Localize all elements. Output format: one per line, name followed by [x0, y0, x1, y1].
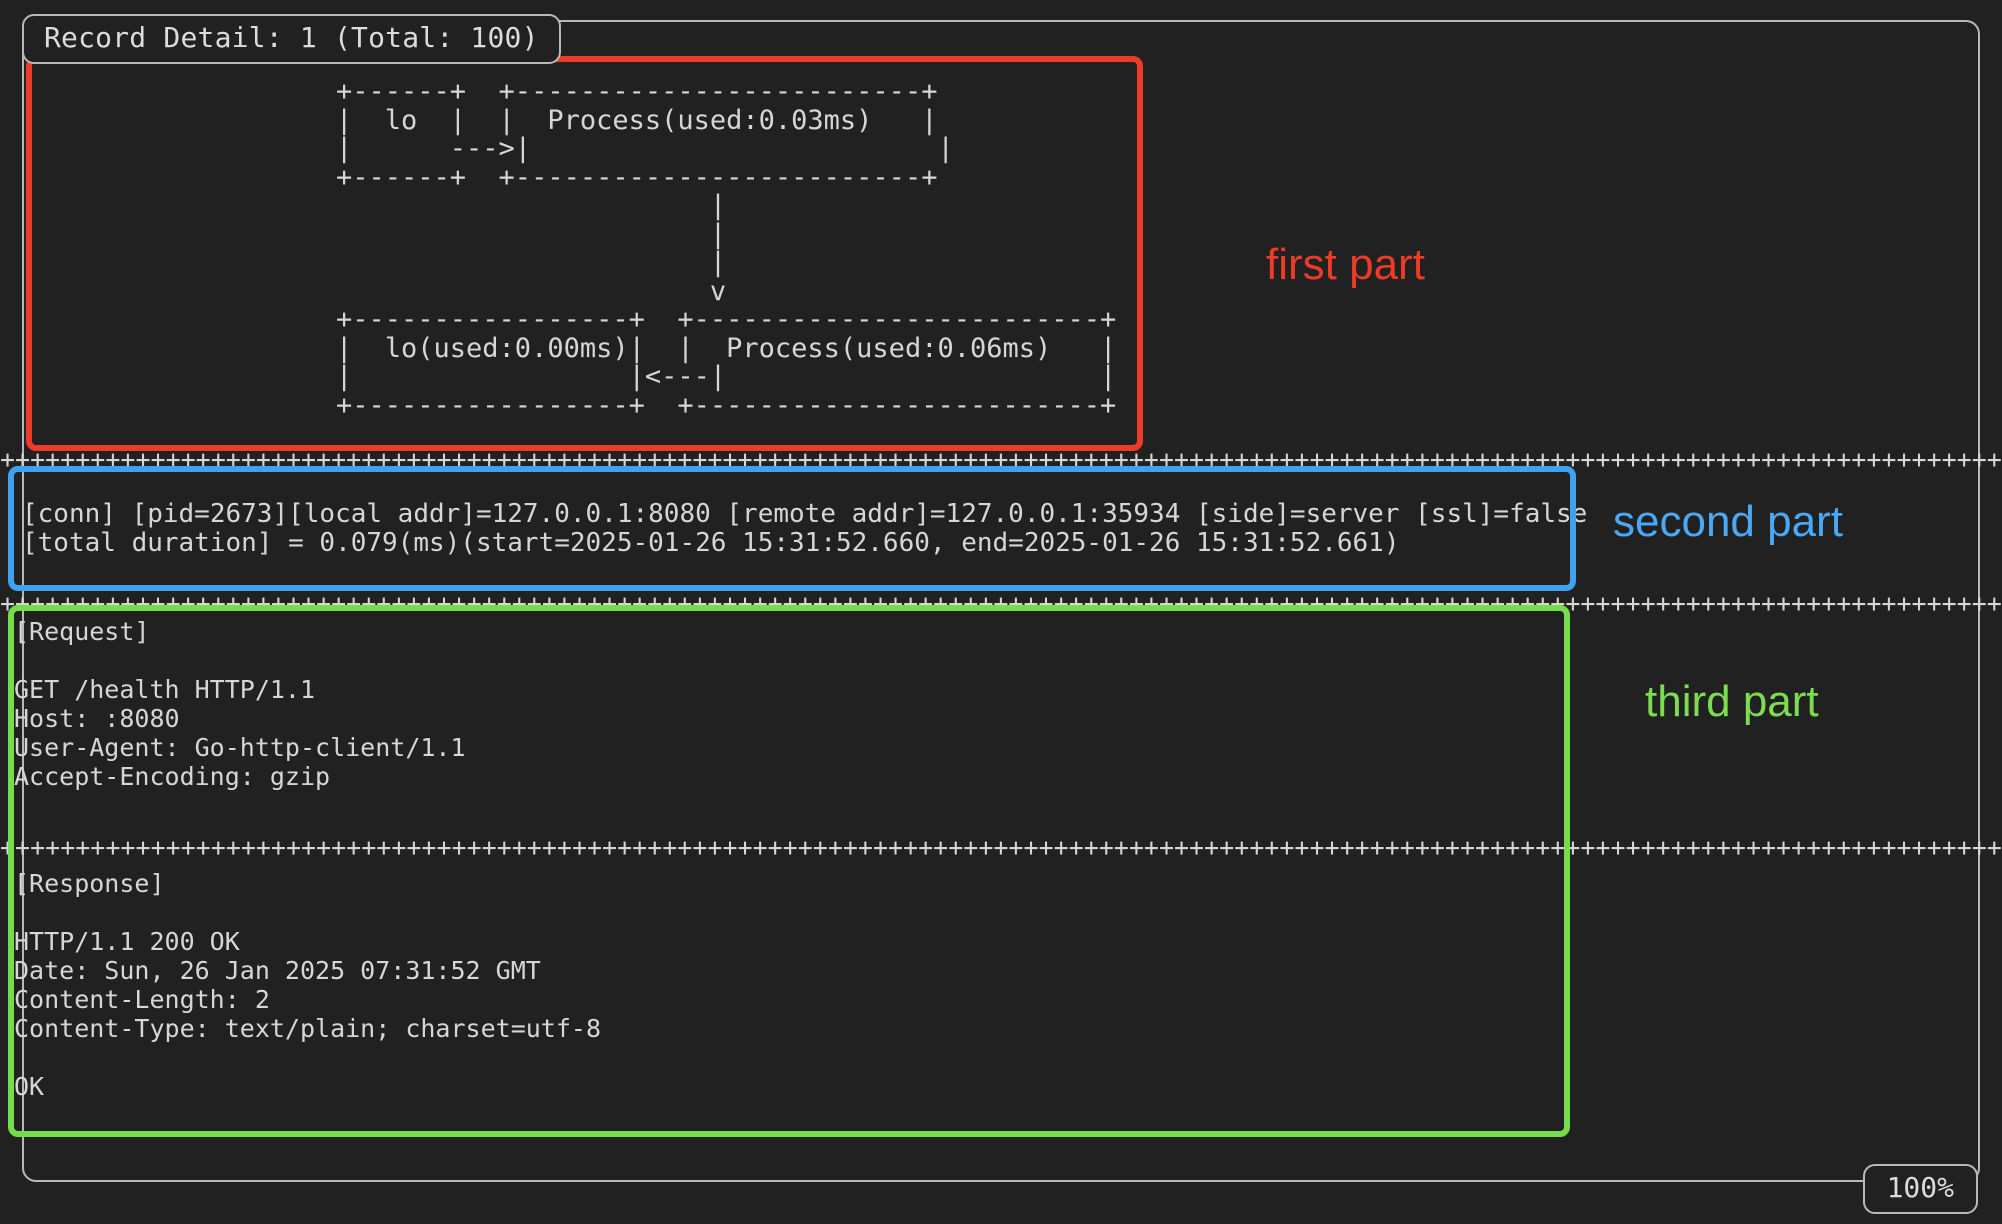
annotation-box-first-part [26, 56, 1143, 451]
conn-line-2: [total duration] = 0.079(ms)(start=2025-… [22, 528, 1400, 558]
separator-rule-bottom: ++++++++++++++++++++++++++++++++++++++++… [0, 835, 2002, 861]
page-title: Record Detail: 1 (Total: 100) [22, 14, 561, 64]
request-body: GET /health HTTP/1.1 Host: :8080 User-Ag… [14, 675, 466, 791]
conn-line-1: [conn] [pid=2673][local addr]=127.0.0.1:… [22, 499, 1588, 529]
ascii-topology-diagram: +------+ +-------------------------+ | l… [336, 76, 1117, 421]
annotation-label-first-part: first part [1266, 240, 1425, 289]
annotation-box-third-part [8, 605, 1570, 1137]
annotation-label-third-part: third part [1645, 677, 1819, 726]
separator-rule-middle: ++++++++++++++++++++++++++++++++++++++++… [0, 591, 2002, 617]
response-heading: [Response] [14, 869, 165, 898]
annotation-box-second-part [8, 466, 1576, 591]
annotation-label-second-part: second part [1613, 497, 1843, 546]
scroll-percent-badge: 100% [1862, 1164, 1978, 1214]
connection-summary: [conn] [pid=2673][local addr]=127.0.0.1:… [22, 500, 1587, 558]
http-response-block: [Response] HTTP/1.1 200 OK Date: Sun, 26… [14, 869, 601, 1101]
http-request-block: [Request] GET /health HTTP/1.1 Host: :80… [14, 617, 466, 791]
request-heading: [Request] [14, 617, 150, 646]
response-body: HTTP/1.1 200 OK Date: Sun, 26 Jan 2025 0… [14, 927, 601, 1101]
